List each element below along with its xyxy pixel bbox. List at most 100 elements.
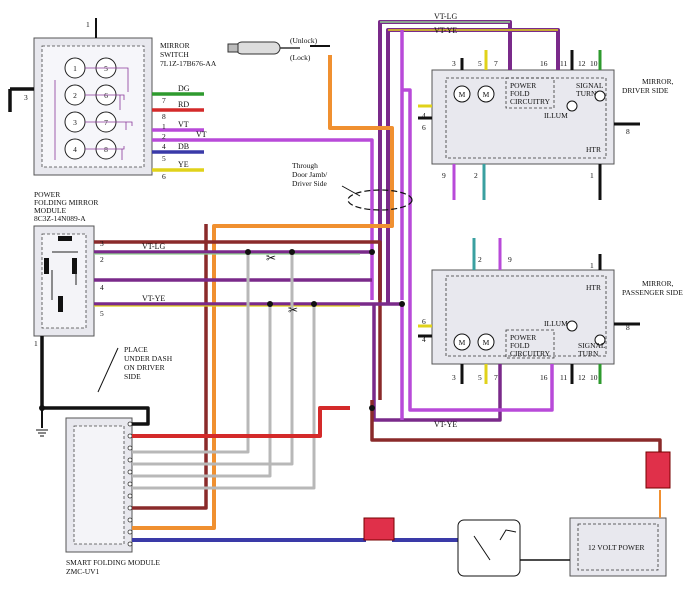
svg-text:MODULE: MODULE [34,206,66,215]
svg-text:6: 6 [162,172,166,181]
svg-text:VT-YE: VT-YE [434,420,457,429]
svg-text:5: 5 [100,309,104,318]
scissors-icon: ✂ [266,251,276,265]
fuse-icon [363,517,395,541]
svg-text:DG: DG [178,84,190,93]
svg-text:YE: YE [178,160,189,169]
svg-text:10: 10 [590,373,598,382]
svg-text:TURN: TURN [576,89,597,98]
svg-text:ON DRIVER: ON DRIVER [124,363,165,372]
svg-text:FOLD: FOLD [510,341,530,350]
svg-text:VT: VT [178,120,189,129]
power-folding-module [33,225,95,337]
svg-text:DRIVER SIDE: DRIVER SIDE [622,86,669,95]
switch-pin-8: 8 [104,145,108,154]
svg-text:DB: DB [178,142,189,151]
ground-icon [36,429,48,437]
svg-text:ZMC-UV1: ZMC-UV1 [66,567,100,576]
svg-text:5: 5 [162,154,166,163]
svg-text:ILLUM: ILLUM [544,111,568,120]
svg-text:2: 2 [100,255,104,264]
switch-pin-1: 1 [73,64,77,73]
svg-text:CIRCUITRY: CIRCUITRY [510,97,551,106]
driver-motors: M M [453,85,606,112]
svg-text:16: 16 [540,373,548,382]
power-12v-box [569,517,667,577]
pin-number-labels: 1 3 7 8 1 2 4 5 6 3 2 4 5 1 3 5 7 16 11 … [24,20,630,382]
svg-text:POWER: POWER [510,81,536,90]
svg-text:FOLDING MIRROR: FOLDING MIRROR [34,198,98,207]
svg-text:VT-YE: VT-YE [434,26,457,35]
svg-text:7: 7 [494,373,498,382]
component-labels: MIRROR SWITCH 7L1Z-17B676-AA POWER FOLDI… [34,36,683,576]
svg-text:FOLD: FOLD [510,89,530,98]
svg-text:16: 16 [540,59,548,68]
mirror-switch: 1 5 2 6 3 7 4 8 [33,37,153,176]
svg-text:Through: Through [292,161,318,170]
svg-text:SIGNAL: SIGNAL [578,341,606,350]
svg-text:4: 4 [162,142,166,151]
fuse-icon [645,451,671,489]
svg-text:ILLUM: ILLUM [544,319,568,328]
svg-text:PASSENGER SIDE: PASSENGER SIDE [622,288,683,297]
switch-pin-6: 6 [104,91,108,100]
svg-text:11: 11 [560,373,567,382]
svg-text:VT-LG: VT-LG [142,242,165,251]
svg-text:1: 1 [34,339,38,348]
svg-text:1: 1 [86,20,90,29]
lamp-icon [566,320,578,332]
svg-text:POWER: POWER [510,333,536,342]
svg-text:HTR: HTR [586,145,601,154]
svg-text:4: 4 [422,111,426,120]
svg-text:M: M [459,338,466,347]
svg-text:Driver Side: Driver Side [292,179,327,188]
svg-text:POWER: POWER [34,190,60,199]
lock-connector [227,41,300,55]
svg-text:HTR: HTR [586,283,601,292]
svg-text:7: 7 [494,59,498,68]
svg-text:3: 3 [100,239,104,248]
svg-text:(Lock): (Lock) [290,53,311,62]
svg-text:Door Jamb/: Door Jamb/ [292,170,328,179]
svg-text:CIRCUITRY: CIRCUITRY [510,349,551,358]
lamp-icon [594,334,606,346]
svg-text:9: 9 [442,171,446,180]
wires [8,18,662,561]
svg-text:3: 3 [24,93,28,102]
svg-text:10: 10 [590,59,598,68]
svg-text:9: 9 [508,255,512,264]
switch-pin-3: 3 [73,118,77,127]
svg-text:7L1Z-17B676-AA: 7L1Z-17B676-AA [160,59,217,68]
svg-text:4: 4 [100,283,104,292]
door-jamb-marker [347,189,413,211]
svg-text:SIDE: SIDE [124,372,141,381]
motor-icon [477,333,495,351]
smart-folding-module [65,417,133,553]
motor-icon [453,333,471,351]
svg-text:6: 6 [422,317,426,326]
key-switch-icon [457,519,521,577]
switch-pin-5: 5 [104,64,108,73]
svg-text:2: 2 [478,255,482,264]
svg-text:SWITCH: SWITCH [160,50,189,59]
lamp-icon [566,100,578,112]
svg-text:UNDER DASH: UNDER DASH [124,354,173,363]
svg-text:1: 1 [590,171,594,180]
svg-text:TURN: TURN [578,349,599,358]
svg-text:7: 7 [162,96,166,105]
svg-text:MIRROR: MIRROR [160,41,190,50]
splice-dots [39,249,405,411]
svg-text:4: 4 [422,335,426,344]
svg-text:SIGNAL: SIGNAL [576,81,604,90]
svg-text:11: 11 [560,59,567,68]
motor-icon [477,85,495,103]
mirror-driver-side [431,69,615,165]
svg-text:8: 8 [626,323,630,332]
svg-text:2: 2 [162,132,166,141]
passenger-motors: M M [453,320,606,351]
motor-icon [453,85,471,103]
svg-text:VT-YE: VT-YE [142,294,165,303]
scissors-icon: ✂ [288,303,298,317]
svg-text:VT-LG: VT-LG [434,12,457,21]
